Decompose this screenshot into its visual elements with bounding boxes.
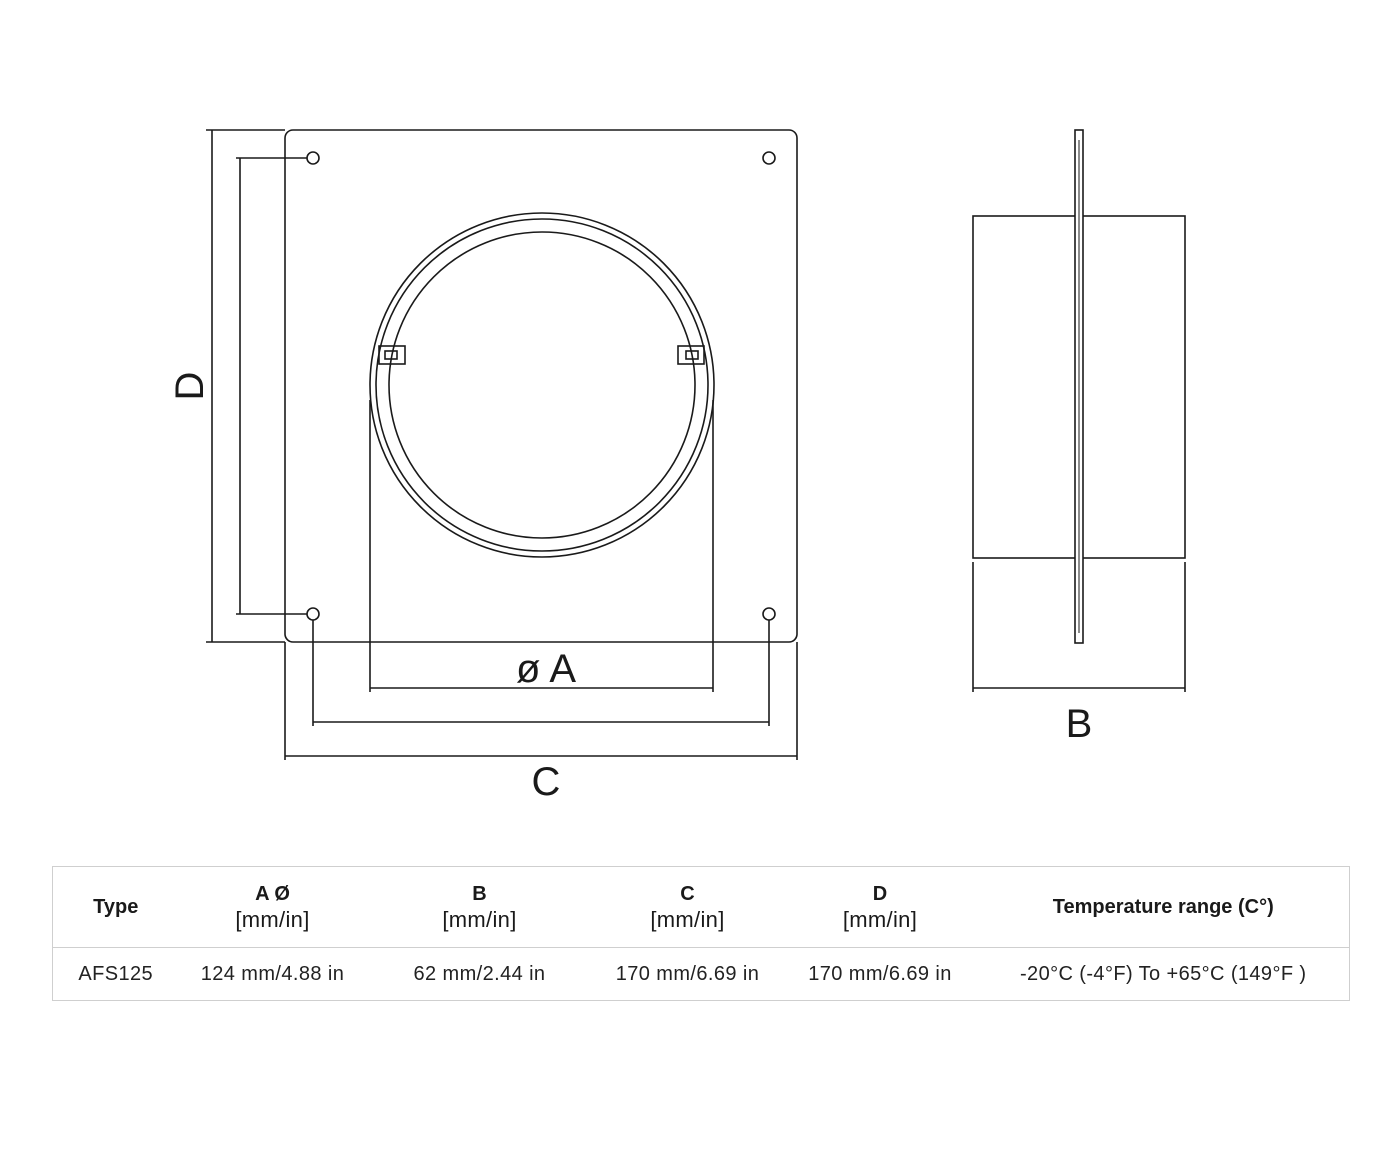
dimension-label-a: ø A — [516, 647, 576, 691]
header-d: D [mm/in] — [782, 866, 978, 948]
header-a-symbol: A Ø — [255, 883, 290, 905]
technical-drawing: D ø A C B — [168, 129, 1186, 804]
header-c: C [mm/in] — [592, 866, 783, 948]
header-a-unit: [mm/in] — [235, 907, 310, 932]
header-temperature: Temperature range (C°) — [977, 866, 1350, 948]
header-b: B [mm/in] — [366, 866, 593, 948]
header-type: Type — [52, 866, 179, 948]
cell-temperature: -20°C (-4°F) To +65°C (149°F ) — [977, 947, 1350, 1001]
dimension-a — [369, 400, 714, 692]
dimension-hole-spacing-horizontal — [312, 620, 770, 726]
spigot-inner-ring — [388, 231, 696, 539]
dimension-hole-spacing-vertical — [236, 157, 307, 615]
spigot-mid-ring — [375, 218, 709, 552]
mounting-hole-bottom-right — [762, 607, 776, 621]
cell-b: 62 mm/2.44 in — [366, 947, 593, 1001]
dimension-label-d: D — [168, 372, 212, 401]
spigot-outer-ring — [369, 212, 715, 558]
clip-left — [378, 345, 406, 365]
cell-type: AFS125 — [52, 947, 179, 1001]
dimension-b — [972, 562, 1186, 692]
specification-table: Type A Ø [mm/in] B [mm/in] C [mm/in] D [… — [52, 866, 1350, 1001]
dimension-label-c: C — [532, 760, 561, 804]
header-d-unit: [mm/in] — [842, 907, 918, 932]
clip-right — [677, 345, 705, 365]
mounting-hole-bottom-left — [306, 607, 320, 621]
cell-c: 170 mm/6.69 in — [592, 947, 783, 1001]
header-b-symbol: B — [472, 883, 487, 905]
dimension-d — [206, 129, 285, 643]
cell-a: 124 mm/4.88 in — [178, 947, 367, 1001]
header-d-symbol: D — [872, 883, 888, 905]
table-header-row: Type A Ø [mm/in] B [mm/in] C [mm/in] D [… — [52, 866, 1350, 948]
clip-left-inner — [384, 350, 398, 360]
table-row: AFS125 124 mm/4.88 in 62 mm/2.44 in 170 … — [52, 947, 1350, 1001]
mounting-hole-top-right — [762, 151, 776, 165]
header-a: A Ø [mm/in] — [178, 866, 367, 948]
dimension-label-b: B — [1066, 702, 1093, 746]
header-c-symbol: C — [680, 883, 695, 905]
flange-plate — [284, 129, 798, 643]
cell-d: 170 mm/6.69 in — [782, 947, 978, 1001]
header-c-unit: [mm/in] — [650, 907, 725, 932]
header-b-unit: [mm/in] — [442, 907, 517, 932]
dimension-c — [284, 642, 798, 760]
mounting-hole-top-left — [306, 151, 320, 165]
clip-right-inner — [685, 350, 699, 360]
